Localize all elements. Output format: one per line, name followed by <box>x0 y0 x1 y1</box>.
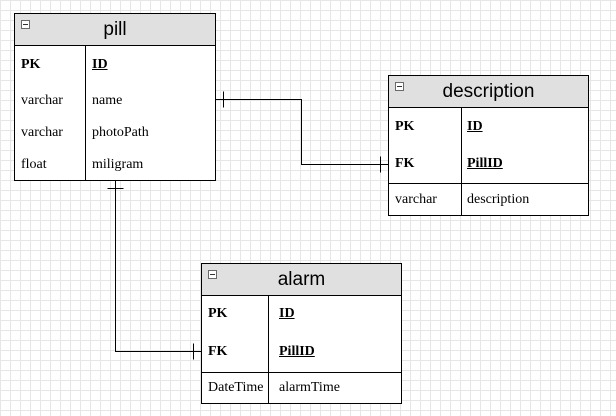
entity-header[interactable]: description <box>389 76 588 108</box>
key-type: FK <box>395 156 415 171</box>
field-name: miligram <box>92 157 144 172</box>
key-section-divider <box>202 372 401 373</box>
column-divider <box>268 295 269 403</box>
entity-alarm[interactable]: alarm PK ID FK PillID DateTime alarmTime <box>201 263 402 404</box>
field-name: description <box>467 192 530 207</box>
field-name: name <box>92 93 123 108</box>
entity-description[interactable]: description PK ID FK PillID varchar desc… <box>388 75 589 216</box>
entity-title: alarm <box>277 269 326 290</box>
entity-title: pill <box>103 19 127 40</box>
data-type: float <box>21 157 47 172</box>
connector-line <box>215 99 389 165</box>
field-name: photoPath <box>92 125 149 140</box>
column-divider <box>461 107 462 215</box>
data-type: varchar <box>21 93 63 108</box>
field-name: ID <box>467 119 483 134</box>
relationship-pill-alarm[interactable] <box>107 181 202 360</box>
field-name: PillID <box>467 156 503 171</box>
column-divider <box>85 45 86 180</box>
entity-header[interactable]: pill <box>15 14 215 46</box>
entity-title: description <box>442 81 535 102</box>
collapse-icon[interactable] <box>395 82 404 91</box>
entity-pill[interactable]: pill PK ID varchar name varchar photoPat… <box>14 13 216 181</box>
key-section-divider <box>389 183 588 184</box>
data-type: DateTime <box>208 380 264 395</box>
key-type: PK <box>395 119 415 134</box>
key-type: PK <box>21 57 41 72</box>
data-type: varchar <box>21 125 63 140</box>
key-type: PK <box>208 306 228 321</box>
field-name: alarmTime <box>279 380 340 395</box>
key-type: FK <box>208 344 228 359</box>
connector-line <box>115 181 201 352</box>
collapse-icon[interactable] <box>21 20 30 29</box>
field-name: ID <box>92 57 108 72</box>
relationship-pill-description[interactable] <box>215 91 389 173</box>
field-name: PillID <box>279 344 315 359</box>
entity-header[interactable]: alarm <box>202 264 401 296</box>
data-type: varchar <box>395 192 437 207</box>
collapse-icon[interactable] <box>208 270 217 279</box>
field-name: ID <box>279 306 295 321</box>
